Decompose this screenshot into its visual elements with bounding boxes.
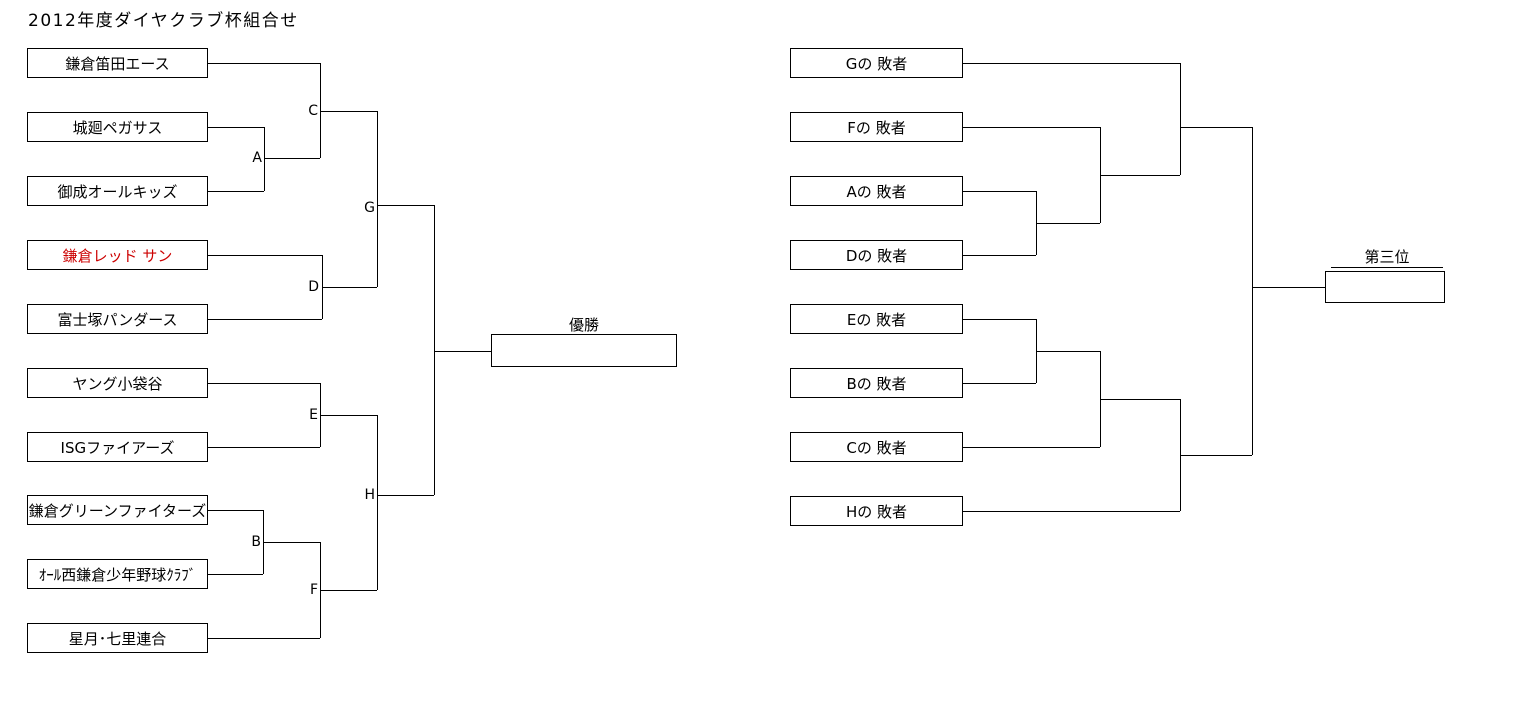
loser-name: Aの 敗者 [846,182,907,201]
match-label-c: C [308,103,318,119]
bracket-line [377,205,434,206]
bracket-line [963,447,1100,448]
match-label-h: H [364,487,375,503]
loser-box: Fの 敗者 [790,112,963,142]
bracket-line [1036,351,1100,352]
bracket-line [1180,63,1181,175]
bracket-line [208,319,322,320]
bracket-line [434,205,435,495]
loser-box: Cの 敗者 [790,432,963,462]
bracket-line [963,383,1036,384]
team-name: ヤング小袋谷 [72,374,163,393]
team-name: ｵｰﾙ西鎌倉少年野球ｸﾗﾌﾞ [38,565,197,584]
team-box: ｵｰﾙ西鎌倉少年野球ｸﾗﾌﾞ [27,559,208,589]
bracket-line [377,415,378,590]
bracket-line [963,319,1036,320]
bracket-line [1100,175,1180,176]
champion-label: 優勝 [568,316,599,334]
loser-name: Eの 敗者 [846,310,907,329]
bracket-line [963,255,1036,256]
team-box: 星月･七里連合 [27,623,208,653]
bracket-line [963,191,1036,192]
loser-box: Dの 敗者 [790,240,963,270]
loser-box: Gの 敗者 [790,48,963,78]
team-name: 御成オールキッズ [57,182,178,201]
loser-name: Bの 敗者 [846,374,907,393]
team-box: ヤング小袋谷 [27,368,208,398]
bracket-line [264,158,320,159]
bracket-line [1100,399,1180,400]
bracket-line [1180,399,1181,511]
team-name: 城廻ペガサス [72,118,163,137]
match-label-g: G [364,200,375,216]
page-title: 2012年度ダイヤクラブ杯組合せ [28,11,299,31]
bracket-line [377,111,378,287]
loser-box: Hの 敗者 [790,496,963,526]
loser-name: Cの 敗者 [846,438,907,457]
bracket-line [208,638,320,639]
third-place-label: 第三位 [1331,249,1443,268]
bracket-line [1252,127,1253,455]
match-label-d: D [308,279,319,295]
bracket-line [1036,223,1100,224]
team-box: 鎌倉グリーンファイターズ [27,495,208,525]
bracket-line [208,510,263,511]
match-label-f: F [309,582,318,598]
team-name: 鎌倉グリーンファイターズ [28,501,207,520]
team-name: 鎌倉レッド サン [62,246,173,265]
team-box: 御成オールキッズ [27,176,208,206]
bracket-line [263,542,320,543]
bracket-line [1036,191,1037,255]
team-box: 鎌倉笛田エース [27,48,208,78]
loser-name: Hの 敗者 [845,502,908,521]
bracket-line [208,63,320,64]
bracket-line [1180,455,1252,456]
team-name: 鎌倉笛田エース [65,54,170,73]
team-box-highlighted: 鎌倉レッド サン [27,240,208,270]
loser-box: Aの 敗者 [790,176,963,206]
bracket-line [263,510,264,574]
loser-box: Eの 敗者 [790,304,963,334]
bracket-line [208,447,320,448]
bracket-line [963,127,1100,128]
bracket-line [320,383,321,447]
match-label-e: E [309,407,318,423]
bracket-line [1100,127,1101,223]
loser-box: Bの 敗者 [790,368,963,398]
team-name: 富士塚パンダース [57,310,178,329]
bracket-line [1036,319,1037,383]
bracket-line [377,495,434,496]
bracket-line [208,574,263,575]
bracket-line [320,542,321,638]
bracket-line [208,255,322,256]
loser-name: Gの 敗者 [845,54,908,73]
bracket-line [963,511,1180,512]
team-box: 富士塚パンダース [27,304,208,334]
bracket-line [1100,351,1101,447]
team-name: ISGファイアーズ [60,438,175,457]
team-box: 城廻ペガサス [27,112,208,142]
bracket-line [1180,127,1252,128]
bracket-line [320,111,377,112]
loser-name: Fの 敗者 [847,118,906,137]
loser-name: Dの 敗者 [845,246,908,265]
bracket-line [320,415,377,416]
bracket-line [434,351,491,352]
bracket-line [320,63,321,158]
bracket-line [320,590,377,591]
team-box: ISGファイアーズ [27,432,208,462]
bracket-line [322,255,323,319]
bracket-line [208,383,320,384]
bracket-line [1252,287,1325,288]
team-name: 星月･七里連合 [68,629,167,648]
bracket-line [208,127,264,128]
champion-box [491,334,677,367]
match-label-b: B [251,534,261,550]
bracket-line [963,63,1180,64]
bracket-line [322,287,377,288]
third-place-box [1325,271,1445,303]
bracket-line [208,191,264,192]
bracket-line [264,127,265,191]
match-label-a: A [252,150,262,166]
